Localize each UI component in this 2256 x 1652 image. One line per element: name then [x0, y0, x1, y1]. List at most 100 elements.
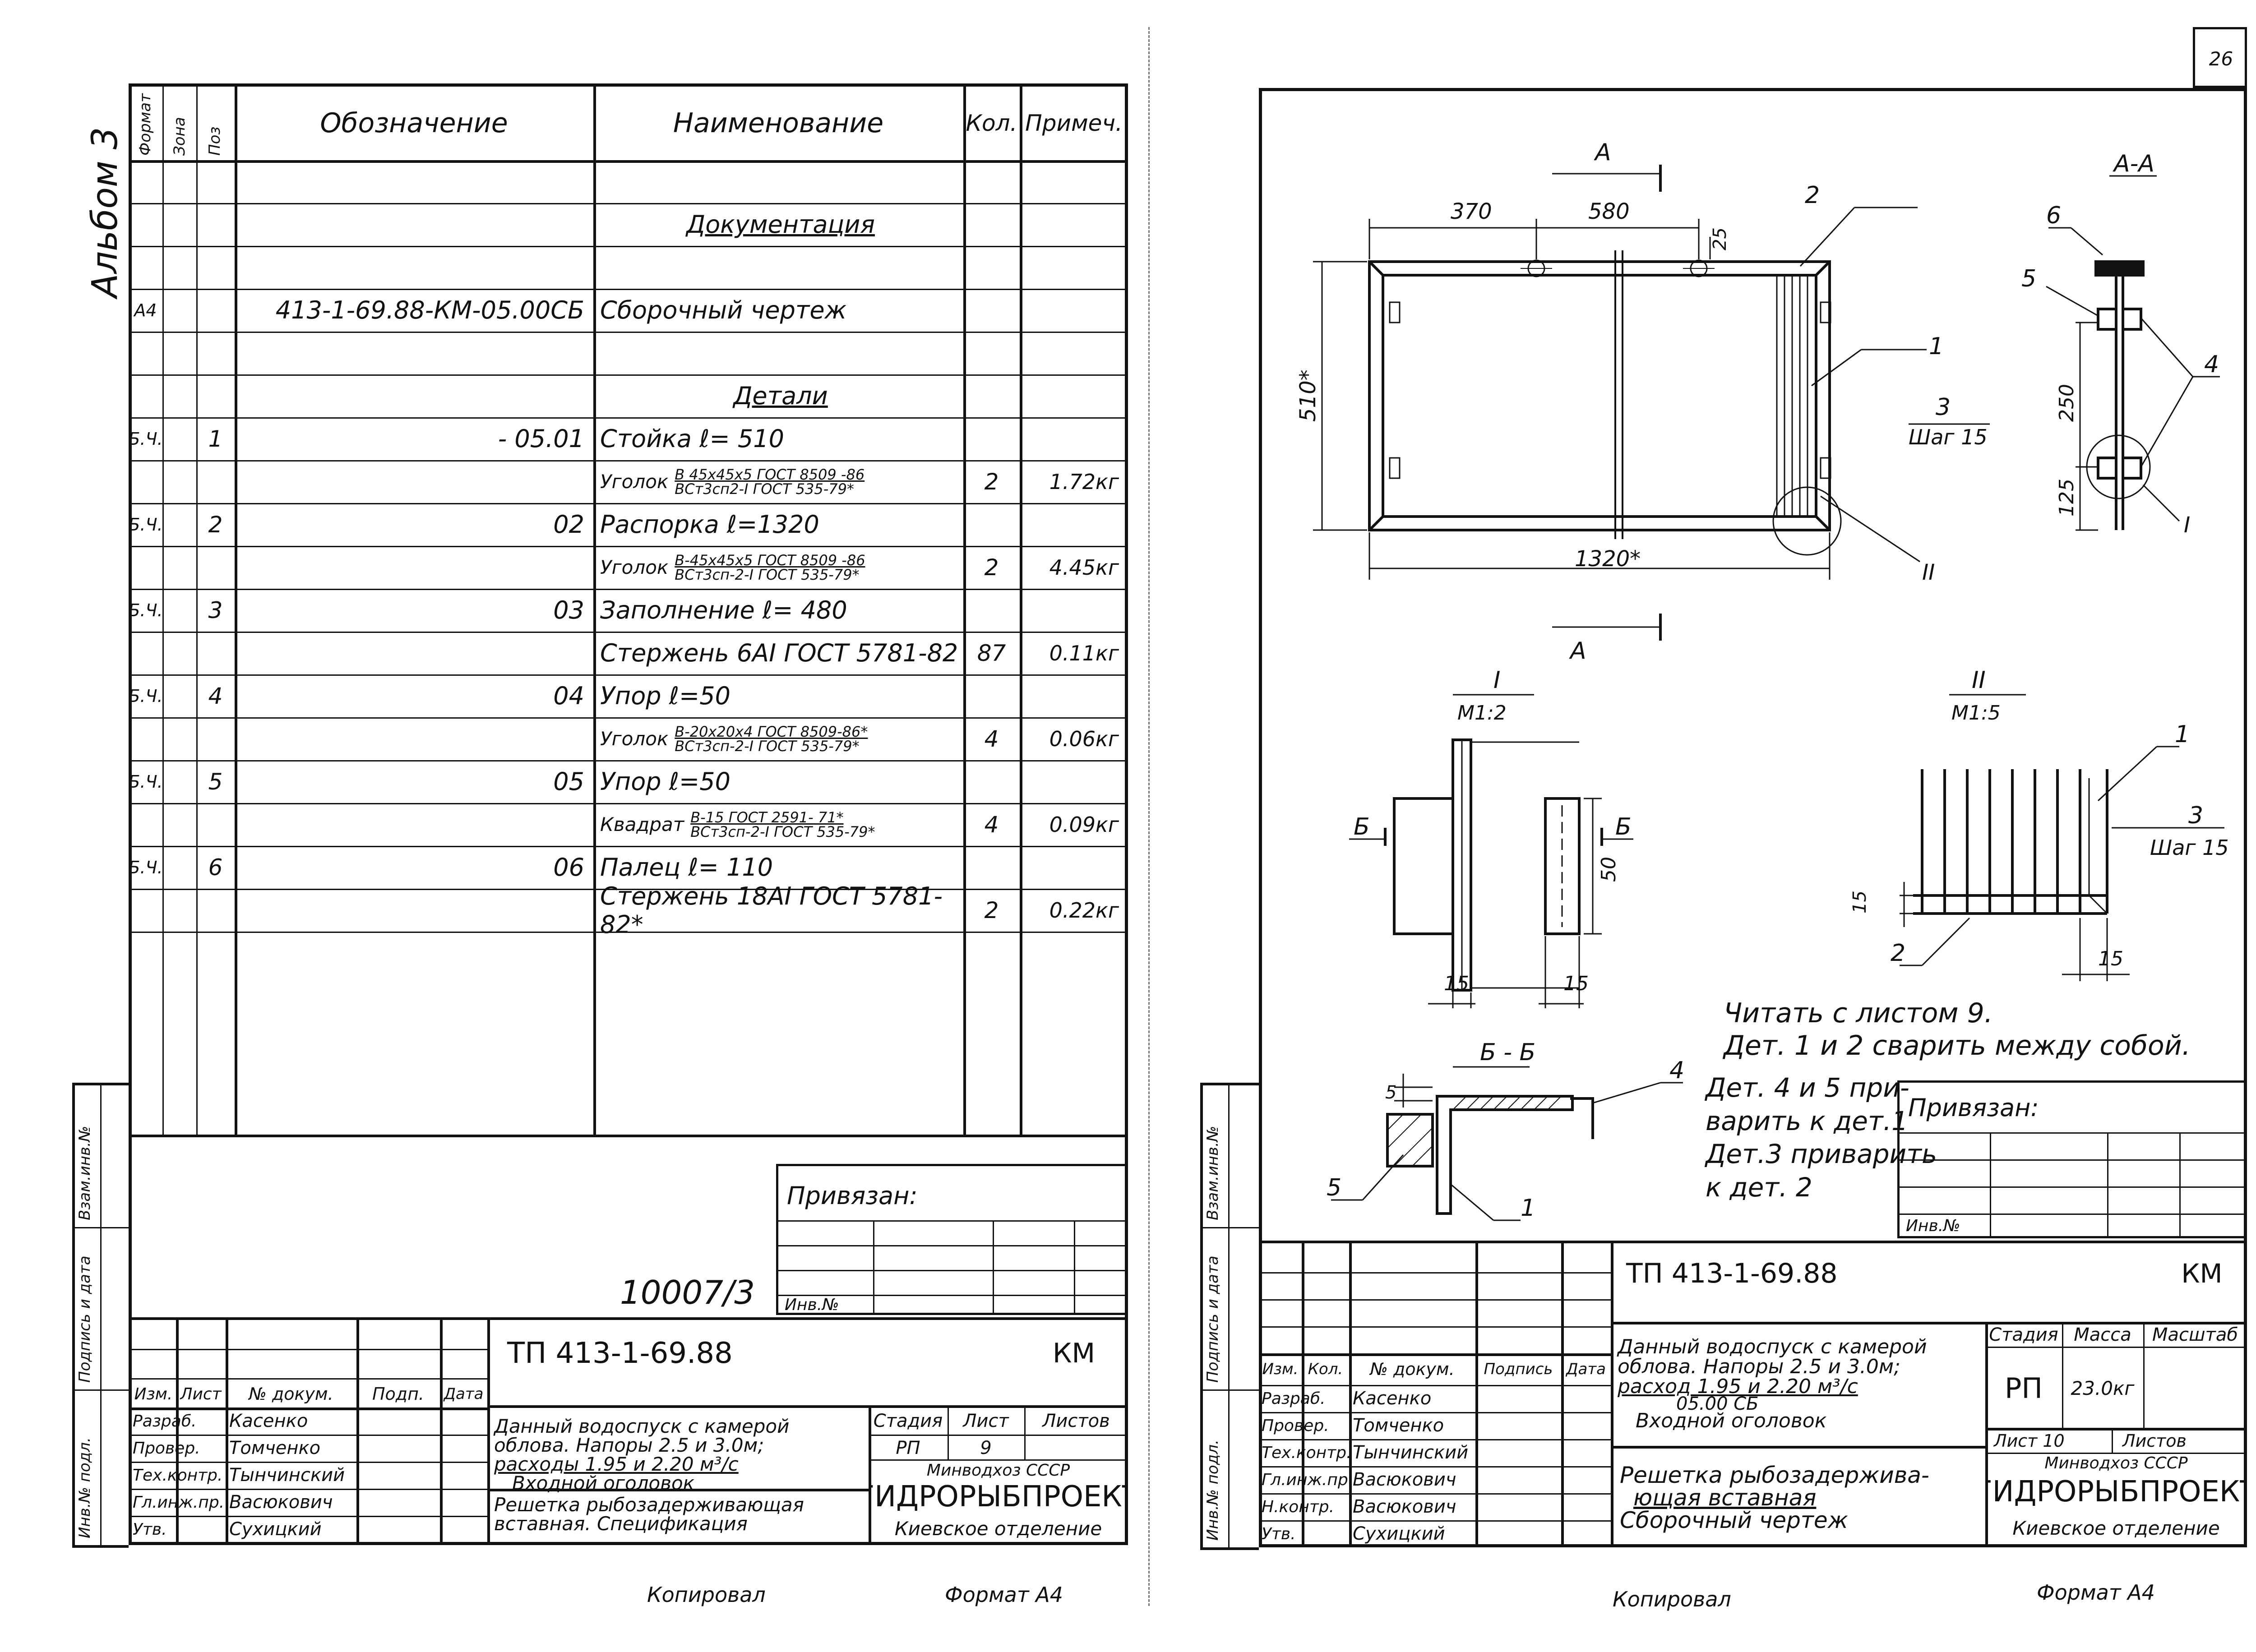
aa-label-4: 4: [2204, 351, 2219, 378]
spec-cell-fmt: [129, 546, 162, 589]
left-col-list: Лист: [180, 1384, 222, 1403]
right-doc-mark: КМ: [2181, 1258, 2223, 1289]
role-label: Тех.контр.: [1262, 1443, 1349, 1462]
spec-cell-fmt: [129, 332, 162, 374]
spec-cell-des: 06: [553, 853, 584, 881]
detail-II-dim-15b: 15: [2098, 947, 2123, 970]
spec-cell-fmt: Б.Ч.: [129, 686, 162, 706]
spec-cell-name: Сборочный чертеж: [600, 296, 847, 324]
detail-II-label-1: 1: [2175, 721, 2190, 748]
spec-cell-fmt: Б.Ч.: [129, 429, 162, 449]
person-name: Томченко: [1353, 1415, 1444, 1436]
spec-cell-pos: 1: [208, 425, 223, 452]
notes-top: Читать с листом 9. Дет. 1 и 2 сварить ме…: [1724, 997, 2191, 1061]
spec-cell-qty: 87: [977, 640, 1006, 666]
aa-dim-125: 125: [2055, 479, 2078, 517]
header-name: Наименование: [673, 107, 884, 139]
spec-cell-name: [600, 246, 961, 289]
spec-cell-fmt: Б.Ч.: [129, 514, 162, 535]
left-sheets-h: Листов: [1042, 1411, 1110, 1431]
spec-cell-pos: [196, 803, 235, 846]
bb-dim-5: 5: [1385, 1082, 1396, 1103]
detail-II-label-3: 3: [2188, 802, 2203, 829]
spec-cell-pos: [196, 717, 235, 760]
spec-cell-note: [1020, 246, 1128, 289]
spec-cell-fmt: [129, 203, 162, 246]
step-label: Шаг 15: [1909, 425, 1988, 449]
aa-dim-250: 250: [2055, 384, 2078, 422]
left-col-izm: Изм.: [134, 1384, 173, 1403]
right-col-date: Дата: [1566, 1360, 1606, 1378]
detail-II-scale: М1:5: [1951, 701, 2001, 724]
spec-cell-note: [1020, 417, 1128, 460]
spec-cell-note: [1020, 503, 1128, 546]
spec-cell-pos: [196, 460, 235, 503]
spec-cell-note: [1020, 674, 1128, 717]
right-col-sign: Подпись: [1484, 1360, 1553, 1378]
left-privyazan-label: Привязан:: [787, 1181, 918, 1210]
header-pos: Поз: [206, 126, 224, 156]
drawing-area: 370 580 25 510* 1320* 2 1 3 Шаг 15 А А I…: [1295, 139, 2229, 1222]
left-col-doc: № докум.: [249, 1384, 333, 1404]
right-col-kol: Кол.: [1308, 1360, 1343, 1378]
spec-cell-qty: 4: [984, 725, 999, 752]
spec-cell-pos: 6: [208, 854, 223, 881]
right-sheets-h: Листов: [2122, 1431, 2187, 1451]
corner-number: 26: [2209, 47, 2233, 70]
spec-cell-fmt: Б.Ч.: [129, 600, 162, 620]
left-stage-h: Стадия: [873, 1411, 943, 1431]
bb-label-4: 4: [1669, 1057, 1684, 1084]
person-name: Васюкович: [229, 1492, 333, 1513]
left-sheet-no: 9: [980, 1437, 992, 1458]
left-side-label-3: Инв.№ подл.: [76, 1437, 94, 1538]
right-col-doc: № докум.: [1370, 1359, 1455, 1379]
detail-II-title: II: [1972, 667, 1986, 694]
right-inv-label: Инв.№: [1906, 1216, 1960, 1235]
right-side-label-1: Взам.инв.№: [1204, 1126, 1222, 1220]
spec-cell-fmt: [129, 717, 162, 760]
header-format: Формат: [136, 93, 154, 156]
spec-cell-note: [1020, 289, 1128, 332]
spec-cell-qty: [963, 289, 1020, 332]
spec-cell-fmt: [129, 460, 162, 503]
spec-cell-pos: [196, 546, 235, 589]
person-name: Тынчинский: [1353, 1442, 1469, 1463]
spec-cell-fmt: [129, 160, 162, 203]
detail-I-title: I: [1493, 667, 1500, 694]
section-aa-title: А-А: [2113, 150, 2154, 177]
dim-510: 510*: [1295, 369, 1321, 422]
spec-cell-name: Заполнение ℓ= 480: [600, 596, 847, 624]
spec-cell-des: [235, 246, 593, 289]
spec-cell-des: [235, 374, 593, 417]
spec-cell-qty: [963, 846, 1020, 889]
spec-cell-name: Документация: [686, 210, 875, 239]
spec-cell-des: - 05.01: [498, 425, 584, 453]
right-stage: РП: [2004, 1372, 2043, 1405]
right-org: ГИДРОРЫБПРОЕКТ: [1985, 1475, 2247, 1509]
left-description: Данный водоспуск с камерой облова. Напор…: [494, 1415, 804, 1535]
spec-cell-des: 02: [553, 510, 584, 539]
spec-cell-note: 4.45кг: [1049, 555, 1119, 580]
spec-cell-des: [235, 546, 593, 589]
spec-cell-des: 04: [553, 682, 584, 710]
spec-cell-note: 0.09кг: [1049, 812, 1119, 837]
spec-cell-pos: [196, 632, 235, 674]
right-col-izm: Изм.: [1262, 1360, 1299, 1378]
left-col-sign: Подп.: [372, 1384, 425, 1404]
spec-cell-fmt: [129, 246, 162, 289]
spec-cell-name: Стержень 6АI ГОСТ 5781-82: [600, 639, 958, 667]
spec-cell-fmt: [129, 803, 162, 846]
left-col-date: Дата: [444, 1385, 484, 1403]
spec-cell-des: [235, 460, 593, 503]
label-detail-3: 3: [1936, 394, 1951, 421]
spec-cell-des: [235, 160, 593, 203]
spec-cell-qty: [963, 589, 1020, 632]
aa-label-5: 5: [2021, 265, 2036, 292]
spec-cell-des: [235, 203, 593, 246]
left-handwritten-number: 10007/3: [620, 1274, 755, 1311]
left-sheet-h: Лист: [963, 1411, 1009, 1431]
left-side-label-2: Подпись и дата: [76, 1255, 94, 1383]
spec-cell-des: [235, 717, 593, 760]
spec-cell-pos: [196, 332, 235, 374]
